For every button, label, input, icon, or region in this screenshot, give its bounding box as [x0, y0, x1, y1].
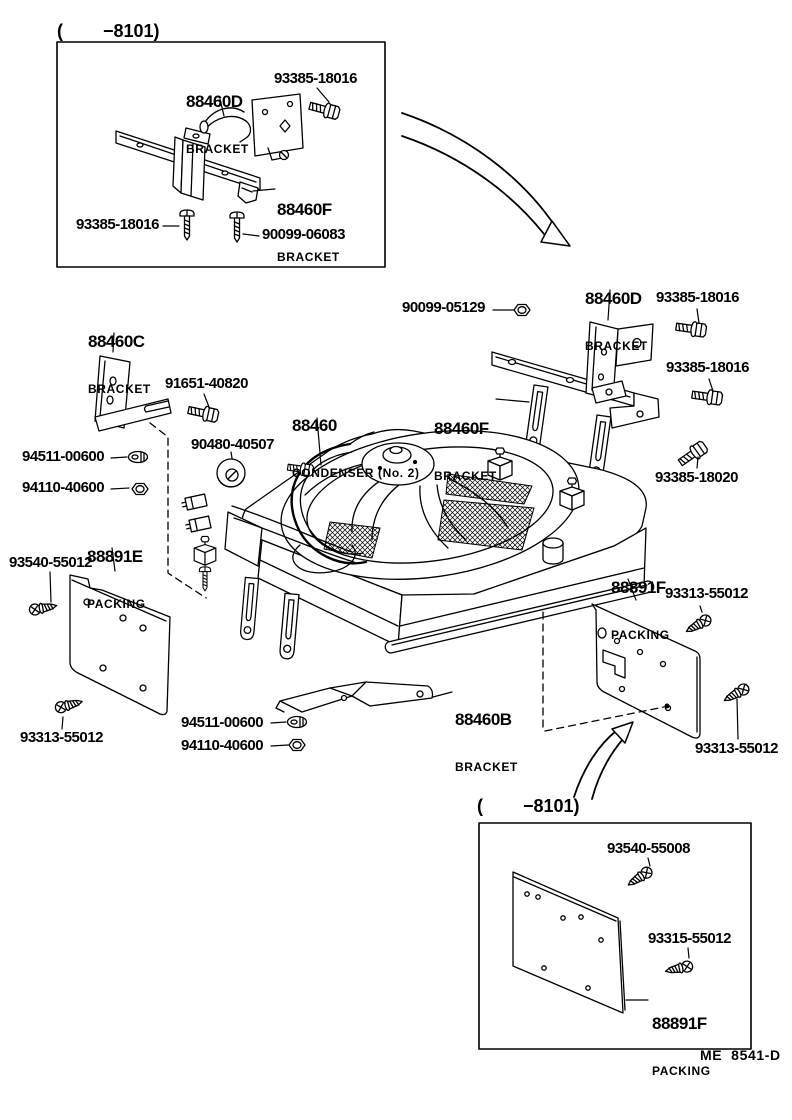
fastener-label-93540-55012: 93540-55012 [9, 554, 92, 571]
bolt-icon [186, 402, 221, 425]
part-label-88460f: 88460F BRACKET [434, 388, 497, 498]
fastener-label-93385-18016: 93385-18016 [76, 216, 159, 233]
part-label-88460d: 88460D BRACKET [585, 258, 648, 368]
part-name: PACKING [87, 597, 146, 611]
part-label-88460c: 88460C BRACKET [88, 301, 151, 411]
placement-dot [664, 703, 670, 709]
bracket-88460c-drawing [94, 355, 172, 432]
fastener-label-93313-55012: 93313-55012 [20, 729, 103, 746]
bolt-icon [675, 438, 710, 470]
part-name: BRACKET [186, 142, 249, 156]
screw-icon [53, 695, 85, 715]
fastener-label-93313-55012: 93313-55012 [695, 740, 778, 757]
part-number: 88460F [434, 419, 489, 438]
packing-88891e-drawing [69, 574, 171, 716]
part-name: BRACKET [88, 382, 151, 396]
screw-icon [720, 681, 752, 706]
part-label-88891e: 88891E PACKING [87, 516, 146, 626]
fastener-label-94511-00600: 94511-00600 [22, 448, 105, 465]
part-name: BRACKET [455, 760, 518, 774]
part-label-88891f: 88891F PACKING [611, 547, 670, 657]
bracket-88460d-drawing [585, 321, 654, 404]
variant-note-top: ( −8101) [57, 21, 160, 41]
fastener-label-90099-06083: 90099-06083 [262, 226, 345, 243]
variant-box-top [56, 41, 386, 268]
part-number: 88460B [455, 710, 512, 729]
variant-box-bottom [478, 822, 752, 1050]
grommet-icon [216, 458, 246, 488]
fastener-label-93385-18016: 93385-18016 [274, 70, 357, 87]
part-name: BRACKET [585, 339, 648, 353]
leader-lines [49, 87, 739, 1001]
nut-icon [513, 303, 531, 317]
screw-icon [229, 211, 245, 243]
screw-icon [27, 599, 59, 617]
part-number: 88460C [88, 332, 145, 351]
part-label-88460-condenser: 88460 CONDENSER (No. 2) [292, 385, 420, 495]
bolt-icon [674, 318, 708, 339]
fastener-label-93313-55012: 93313-55012 [665, 585, 748, 602]
bracket-88460b-drawing [275, 681, 434, 713]
bolt-icon [690, 386, 724, 407]
nut-icon [288, 738, 306, 752]
reference-arrow-bottom [573, 721, 634, 800]
clip-icon [286, 715, 308, 729]
screw-icon [624, 864, 655, 891]
fastener-label-93385-18020: 93385-18020 [655, 469, 738, 486]
fastener-label-93385-18016: 93385-18016 [656, 289, 739, 306]
part-number: 88891E [87, 547, 143, 566]
reference-arrow-top [401, 112, 571, 247]
packing-88891f-drawing [591, 603, 701, 739]
fastener-label-94110-40600: 94110-40600 [22, 479, 105, 496]
screw-icon [663, 959, 695, 978]
fastener-label-94511-00600: 94511-00600 [181, 714, 264, 731]
variant-note-bottom: ( −8101) [477, 796, 580, 816]
screw-icon [179, 209, 195, 241]
bolt-icon [307, 97, 342, 122]
part-number: 88891F [652, 1014, 707, 1033]
fastener-label-91651-40820: 91651-40820 [165, 375, 248, 392]
part-label-88460d-early: 88460D BRACKET [186, 61, 249, 171]
part-name: BRACKET [277, 250, 340, 264]
part-label-88460b: 88460B BRACKET [455, 679, 518, 789]
fastener-label-94110-40600: 94110-40600 [181, 737, 264, 754]
part-label-88460f-early: 88460F BRACKET [277, 169, 340, 279]
part-name: PACKING [652, 1064, 711, 1078]
part-name: PACKING [611, 628, 670, 642]
part-number: 88460F [277, 200, 332, 219]
part-name: BRACKET [434, 469, 497, 483]
part-number: 88460D [186, 92, 243, 111]
bracket-88460f-early-drawing [115, 127, 261, 204]
clip-icon [127, 450, 149, 464]
figure-code: ME 8541-D [700, 1047, 781, 1063]
part-number: 88460 [292, 416, 337, 435]
packing-88891f-late-drawing [512, 871, 626, 1014]
fastener-label-93385-18016: 93385-18016 [666, 359, 749, 376]
fastener-label-93540-55008: 93540-55008 [607, 840, 690, 857]
nut-icon [131, 482, 149, 496]
placement-dashed-lines [149, 422, 665, 732]
condenser-drawing [180, 428, 655, 661]
fastener-label-90480-40507: 90480-40507 [191, 436, 274, 453]
part-number: 88460D [585, 289, 642, 308]
part-label-88891f-late: 88891F PACKING [652, 983, 711, 1093]
fastener-label-90099-05129: 90099-05129 [402, 299, 485, 316]
part-name: CONDENSER (No. 2) [292, 466, 420, 480]
fastener-label-93315-55012: 93315-55012 [648, 930, 731, 947]
bracket-88460d-early-drawing [199, 93, 304, 161]
part-number: 88891F [611, 578, 666, 597]
screw-icon [682, 612, 714, 637]
